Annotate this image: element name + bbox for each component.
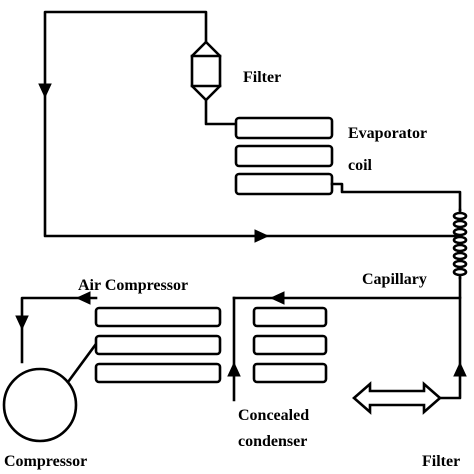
- compressor-label: Compressor: [4, 453, 87, 470]
- pipe-top-left-loop: [43, 10, 462, 238]
- concealed-label-line2: condenser: [238, 433, 307, 450]
- arrow-left-upper-return: [269, 291, 285, 305]
- capillary-label: Capillary: [362, 271, 427, 288]
- arrow-left-air-compressor: [75, 291, 91, 305]
- filter-top-icon: [190, 40, 222, 102]
- capillary-coil-icon: [452, 208, 468, 280]
- pipe-air-compressor-line: [20, 296, 98, 364]
- filter-bottom-icon: [352, 381, 442, 415]
- filter-bottom-label: Filter: [422, 453, 460, 470]
- pipe-compressor-discharge: [66, 342, 98, 384]
- concealed-label-line1: Concealed: [238, 407, 309, 424]
- pipe-filter-to-evaporator: [204, 98, 238, 126]
- arrow-right-to-capillary: [254, 229, 270, 243]
- air-compressor-label: Air Compressor: [78, 277, 188, 294]
- arrow-down-left-pipe: [38, 83, 52, 99]
- condenser-left-icon: [94, 306, 222, 384]
- condenser-right-icon: [252, 306, 328, 384]
- pipe-evaporator-to-capillary: [330, 182, 462, 212]
- arrow-up-right-return: [453, 361, 467, 377]
- arrow-down-to-compressor: [15, 315, 29, 331]
- evaporator-label-line2: coil: [348, 157, 373, 174]
- arrow-up-condenser-link: [227, 361, 241, 377]
- compressor-icon: [2, 367, 78, 443]
- evaporator-label-line1: Evaporator: [348, 125, 427, 142]
- evaporator-coil-icon: [234, 116, 334, 196]
- filter-top-label: Filter: [243, 69, 281, 86]
- pipe-right-return: [438, 296, 462, 400]
